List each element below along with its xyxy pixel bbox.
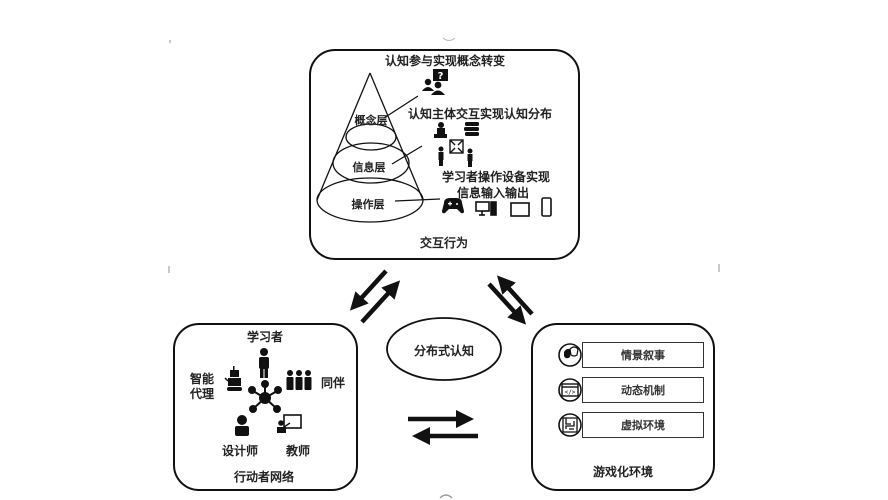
people-question-icon: ? — [422, 69, 448, 95]
gamepad-icon — [442, 198, 464, 214]
operation-layer-description-line1: 学习者操作设备实现 — [441, 170, 551, 184]
leader-line-info — [391, 145, 423, 165]
arrows-top-left — [349, 269, 401, 324]
info-layer-description: 认知主体交互实现认知分布 — [407, 107, 553, 121]
desktop-computer-icon — [475, 201, 497, 216]
maze-icon — [558, 413, 582, 437]
designer-icon — [235, 415, 249, 436]
code-window-icon: </> — [558, 378, 582, 402]
robot-icon — [224, 366, 242, 391]
operation-layer-label: 操作层 — [351, 198, 385, 211]
theater-masks-icon — [558, 343, 582, 367]
page-mark — [168, 266, 170, 273]
actor-designer-label: 设计师 — [222, 444, 259, 458]
distributed-cognition-label: 分布式认知 — [413, 344, 475, 358]
interaction-box-title: 交互行为 — [419, 236, 469, 250]
env-item-label: 虚拟环境 — [582, 412, 704, 438]
page-mark-top — [442, 37, 456, 41]
env-item-label: 动态机制 — [582, 377, 704, 403]
actor-agent-label-line2: 代理 — [190, 387, 215, 401]
concept-layer-description: 认知参与实现概念转变 — [384, 54, 506, 68]
arrows-horizontal — [408, 410, 478, 445]
teacher-icon — [277, 414, 302, 433]
books-icon — [464, 122, 479, 136]
page-mark-bottom — [439, 494, 453, 499]
page-mark — [718, 264, 720, 272]
exchange-icon — [449, 139, 464, 154]
network-hub-icon — [248, 380, 282, 413]
env-item-narrative: 情景叙事 — [560, 342, 710, 368]
operation-layer-description-line2: 信息输入输出 — [456, 186, 530, 200]
leader-line-operation — [394, 198, 441, 202]
svg-text:</>: </> — [565, 389, 576, 396]
actor-learner-label: 学习者 — [246, 330, 284, 344]
person-left-icon — [438, 146, 444, 166]
concept-layer-label: 概念层 — [354, 114, 388, 127]
page-mark — [169, 40, 171, 43]
env-item-mechanics: 动态机制 — [560, 377, 710, 403]
gamified-env-title: 游戏化环境 — [592, 465, 654, 479]
person-icon — [259, 348, 269, 378]
actor-agent-label-line1: 智能 — [190, 372, 215, 386]
actor-teacher-label: 教师 — [286, 444, 311, 458]
group-icon — [286, 370, 312, 390]
svg-text:?: ? — [438, 71, 444, 82]
info-layer-ellipse — [332, 142, 410, 184]
learner-robot-icon — [434, 122, 447, 138]
leader-line-concept — [383, 95, 419, 119]
concept-layer-ellipse — [345, 123, 397, 151]
actor-network-title: 行动者网络 — [233, 470, 295, 484]
env-item-label: 情景叙事 — [582, 342, 704, 368]
arrows-top-right — [487, 275, 534, 325]
info-layer-label: 信息层 — [352, 161, 386, 174]
person-right-icon — [467, 148, 473, 167]
env-item-virtual: 虚拟环境 — [560, 412, 710, 438]
distributed-cognition-ellipse — [386, 317, 502, 381]
interaction-box — [309, 49, 580, 260]
smartphone-icon — [541, 197, 552, 217]
tablet-icon — [510, 202, 530, 217]
actor-peer-label: 同伴 — [321, 376, 346, 390]
